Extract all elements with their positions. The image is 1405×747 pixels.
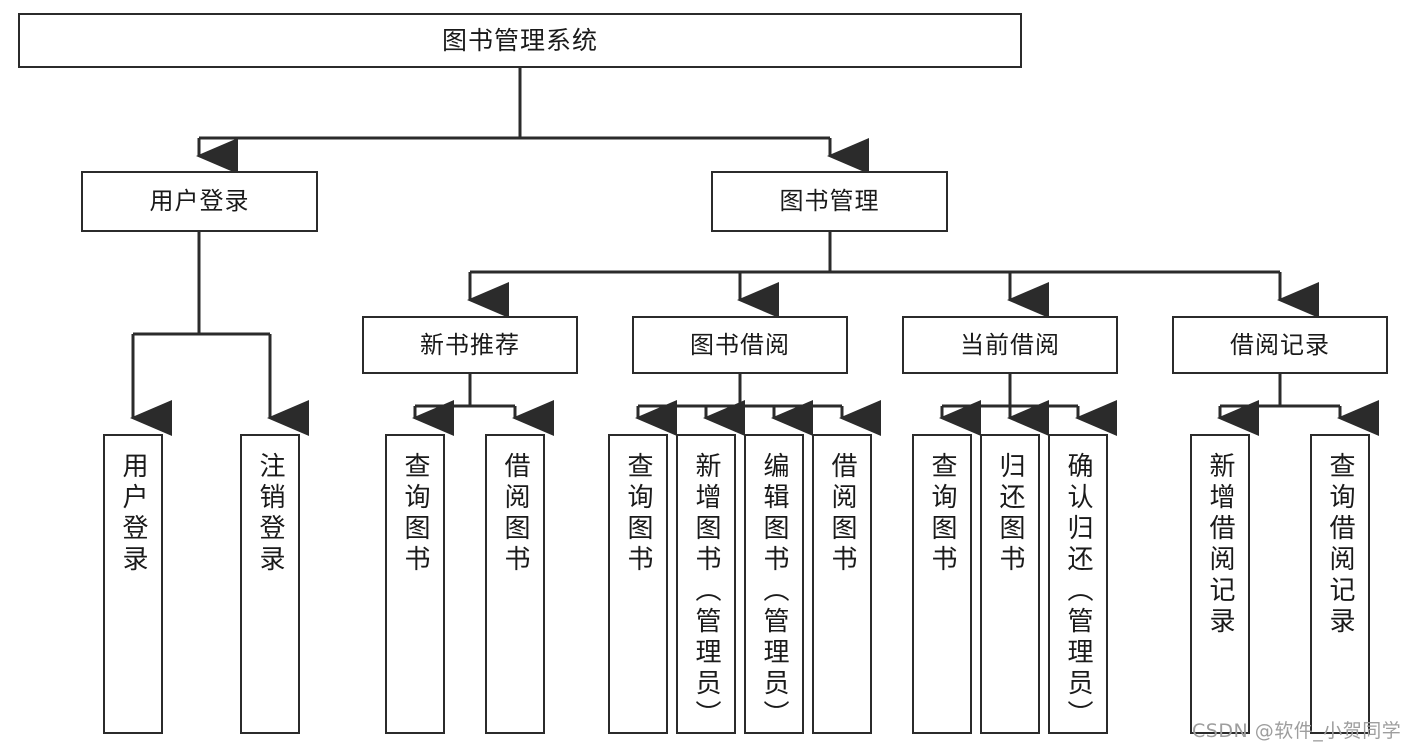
node-leaf-user-login[interactable]: 用户登录	[103, 434, 163, 734]
node-user-login[interactable]: 用户登录	[81, 171, 318, 232]
node-current-borrow[interactable]: 当前借阅	[902, 316, 1118, 374]
node-leaf-query-book-2-label: 查询图书	[623, 452, 653, 576]
node-root[interactable]: 图书管理系统	[18, 13, 1022, 68]
node-leaf-query-book-2[interactable]: 查询图书	[608, 434, 668, 734]
node-leaf-user-logout[interactable]: 注销登录	[240, 434, 300, 734]
node-root-label: 图书管理系统	[441, 25, 598, 55]
node-book-manage-label: 图书管理	[779, 187, 880, 216]
node-leaf-borrow-book-2-label: 借阅图书	[827, 452, 857, 576]
node-new-book-recommend-label: 新书推荐	[420, 330, 520, 359]
node-current-borrow-label: 当前借阅	[960, 330, 1060, 359]
node-leaf-query-book-3[interactable]: 查询图书	[912, 434, 972, 734]
node-new-book-recommend[interactable]: 新书推荐	[362, 316, 578, 374]
node-leaf-edit-book[interactable]: 编辑图书（管理员）	[744, 434, 804, 734]
node-leaf-user-login-label: 用户登录	[118, 452, 148, 576]
node-leaf-query-book-1-label: 查询图书	[400, 452, 430, 576]
node-book-borrow-label: 图书借阅	[690, 330, 790, 359]
node-book-borrow[interactable]: 图书借阅	[632, 316, 848, 374]
node-leaf-borrow-book-1[interactable]: 借阅图书	[485, 434, 545, 734]
node-leaf-return-book[interactable]: 归还图书	[980, 434, 1040, 734]
node-leaf-confirm-return-label: 确认归还（管理员）	[1063, 452, 1093, 731]
node-leaf-user-logout-label: 注销登录	[255, 452, 285, 576]
node-borrow-record[interactable]: 借阅记录	[1172, 316, 1388, 374]
node-borrow-record-label: 借阅记录	[1230, 330, 1330, 359]
node-leaf-borrow-book-2[interactable]: 借阅图书	[812, 434, 872, 734]
node-leaf-query-book-3-label: 查询图书	[927, 452, 957, 576]
node-user-login-label: 用户登录	[149, 187, 250, 216]
node-book-manage[interactable]: 图书管理	[711, 171, 948, 232]
node-leaf-add-record[interactable]: 新增借阅记录	[1190, 434, 1250, 734]
node-leaf-query-book-1[interactable]: 查询图书	[385, 434, 445, 734]
node-leaf-add-record-label: 新增借阅记录	[1205, 452, 1235, 638]
node-leaf-edit-book-label: 编辑图书（管理员）	[759, 452, 789, 731]
node-leaf-query-record-label: 查询借阅记录	[1325, 452, 1355, 638]
node-leaf-confirm-return[interactable]: 确认归还（管理员）	[1048, 434, 1108, 734]
watermark: CSDN @软件_小贺同学	[1192, 720, 1402, 742]
node-leaf-add-book-label: 新增图书（管理员）	[691, 452, 721, 731]
node-leaf-return-book-label: 归还图书	[995, 452, 1025, 576]
node-leaf-borrow-book-1-label: 借阅图书	[500, 452, 530, 576]
node-leaf-query-record[interactable]: 查询借阅记录	[1310, 434, 1370, 734]
node-leaf-add-book[interactable]: 新增图书（管理员）	[676, 434, 736, 734]
